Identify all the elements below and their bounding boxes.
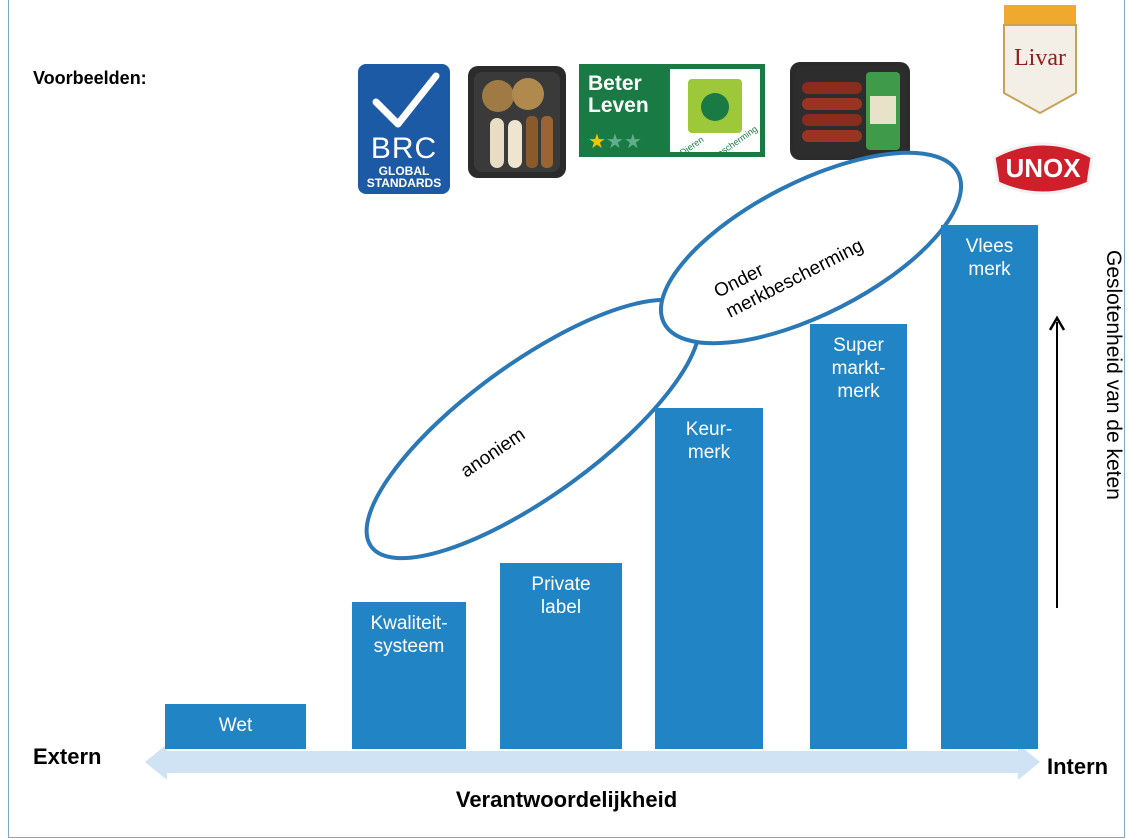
brc-text: BRC [370,132,438,165]
unox-logo: UNOX [988,137,1098,199]
bar-label: Keur- merk [685,419,733,463]
verantwoordelijkheid-label: Verantwoordelijkheid [455,787,678,812]
brc-subtext: GLOBAL STANDARDS [358,165,450,189]
meat-tray-image-2 [790,62,910,160]
livar-logo: Livar [1000,5,1080,117]
bar-kwaliteitsysteem: Kwaliteit- systeem [352,602,466,749]
intern-label: Intern [1047,754,1109,779]
checkmark-icon [372,72,440,128]
sausage-tray-icon [794,66,906,156]
hand-paw-icon: Dieren bescherming [678,79,759,152]
bar-label: Wet [218,715,253,736]
star-rating: ★★★ [588,129,642,154]
extern-label: Extern [33,744,102,769]
leven-text: Leven [588,94,649,117]
livar-text: Livar [1014,45,1066,71]
diagram-graphics: anoniem Onder merkbescherming [145,150,1066,780]
beter-leven-logo: Beter Leven ★★★ Dieren bescherming [579,64,765,157]
beter-text: Beter [588,72,642,95]
bar-label: Vlees merk [965,236,1014,280]
responsibility-arrow [145,744,1040,780]
meat-tray-image-1 [468,66,566,178]
unox-text: UNOX [1005,153,1081,183]
examples-heading: Voorbeelden: [33,68,147,88]
unox-badge-icon: UNOX [992,142,1094,195]
bar-label: Kwaliteit- systeem [370,613,448,657]
beter-leven-text: Beter Leven [588,73,649,117]
brc-global-standards-logo: BRC GLOBAL STANDARDS [358,64,450,194]
bar-private-label: Private label [500,563,622,749]
closedness-arrowhead [1048,315,1066,331]
bar-label: Super markt- merk [831,335,886,402]
star-icon: ★★ [605,131,642,153]
merkbescherming-ellipse [658,150,964,346]
bar-label: Private label [531,574,591,618]
brc-standards-text: STANDARDS [366,176,442,190]
sausage-burger-tray-icon [474,72,560,172]
bar-supermarktmerk: Super markt- merk [810,324,907,749]
bar-wet: Wet [165,704,306,749]
livar-shield-icon: Livar [1003,5,1077,115]
brc-global-text: GLOBAL [378,164,430,178]
dierenbescherming-logo: Dieren bescherming [670,69,760,152]
bar-vleesmerk: Vlees merk [941,225,1038,749]
star-icon: ★ [588,131,606,153]
diagram-stage: Voorbeelden: BRC GLOBAL STANDARDS Beter … [8,0,1127,838]
vertical-label-wrap: Geslotenheid van de keten [1097,250,1127,610]
geslotenheid-label: Geslotenheid van de keten [1102,250,1125,500]
bar-keurmerk: Keur- merk [655,408,763,749]
